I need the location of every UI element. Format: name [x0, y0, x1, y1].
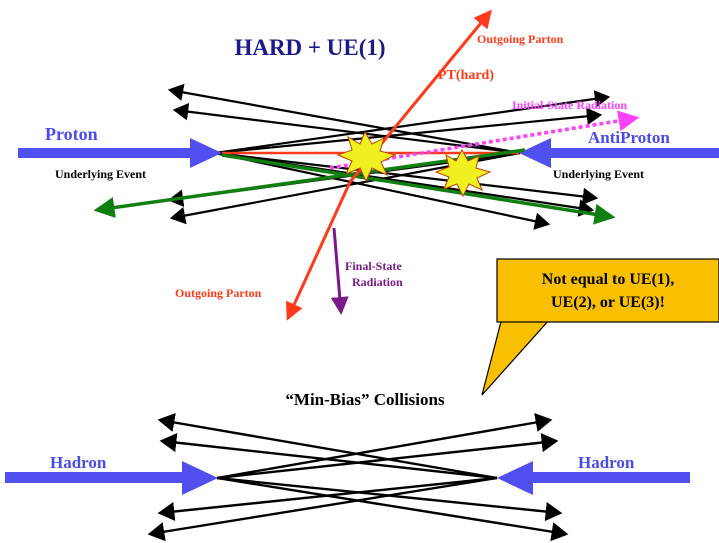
proton-label: Proton — [45, 124, 98, 144]
antiproton-beam-head — [519, 138, 551, 168]
callout-line1: Not equal to UE(1), — [542, 271, 674, 288]
hadron-left-head — [182, 461, 218, 495]
min-bias-tracks — [147, 412, 569, 542]
hadron-beam-right — [497, 461, 690, 495]
callout-pointer — [481, 309, 560, 396]
collision-starburst-1 — [336, 130, 397, 183]
outgoing-parton-top-label: Outgoing Parton — [477, 32, 564, 46]
proton-beam — [18, 138, 222, 168]
callout-bubble: Not equal to UE(1), UE(2), or UE(3)! — [481, 258, 719, 396]
final-state-radiation-arrow — [330, 227, 349, 315]
ue-track — [214, 90, 611, 155]
outgoing-parton-bottom-label: Outgoing Parton — [175, 286, 262, 300]
hard-ue-title: HARD + UE(1) — [234, 35, 385, 60]
hadron-right-label: Hadron — [578, 453, 635, 472]
hadron-right-shaft — [530, 472, 690, 483]
antiproton-beam-shaft — [548, 148, 719, 158]
hadron-left-label: Hadron — [50, 453, 107, 472]
final-state-radiation-label-line1: Final-State — [345, 259, 402, 273]
proton-beam-head — [190, 138, 222, 168]
mb-track — [147, 476, 498, 542]
underlying-event-left-label: Underlying Event — [55, 167, 146, 181]
callout-line2: UE(2), or UE(3)! — [551, 294, 665, 311]
min-bias-title: “Min-Bias” Collisions — [285, 390, 445, 409]
initial-state-radiation-label: Initial-State Radiation — [512, 98, 627, 112]
final-state-radiation-label-line2: Radiation — [352, 275, 403, 289]
underlying-event-right-label: Underlying Event — [553, 167, 644, 181]
ue-track — [167, 83, 521, 155]
mb-track — [216, 476, 569, 542]
hadron-beam-left — [5, 461, 218, 495]
callout-joint — [505, 309, 557, 315]
ue-track — [214, 107, 603, 155]
collision-starburst-2 — [434, 148, 492, 198]
mb-track — [159, 433, 498, 480]
ue-track — [214, 151, 551, 230]
proton-beam-shaft — [18, 148, 193, 158]
green-track-right — [221, 153, 616, 225]
pt-hard-label: PT(hard) — [438, 68, 494, 83]
mb-track — [157, 476, 498, 522]
hadron-left-shaft — [5, 472, 185, 483]
mb-track — [157, 412, 498, 480]
mb-track — [216, 413, 553, 480]
outgoing-parton-arrow-bottom — [286, 181, 352, 321]
hadron-right-head — [497, 461, 533, 495]
antiproton-beam — [519, 138, 719, 168]
antiproton-label: AntiProton — [588, 128, 670, 147]
